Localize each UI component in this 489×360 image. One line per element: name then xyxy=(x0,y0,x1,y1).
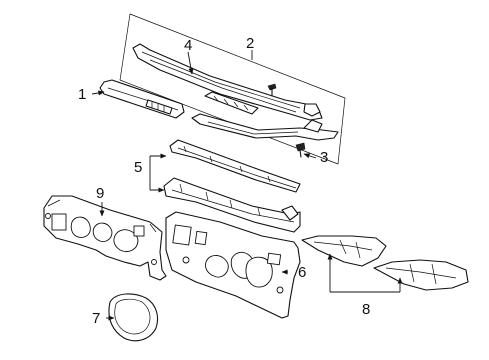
callout-6: 6 xyxy=(298,264,306,281)
callout-5: 5 xyxy=(134,159,142,176)
callout-3: 3 xyxy=(320,149,328,166)
cowl-vent-grille-part xyxy=(132,43,323,121)
reinforcement-lower-part xyxy=(163,177,301,233)
callout-1: 1 xyxy=(78,86,86,103)
callout-8: 8 xyxy=(362,301,370,318)
callout-9: 9 xyxy=(96,185,104,202)
seal-part xyxy=(108,293,159,342)
cowl-lower-panel-part xyxy=(191,113,339,141)
cowl-screen-part xyxy=(99,79,185,119)
floor-insulator-right-part xyxy=(373,259,469,291)
reinforcement-upper-part xyxy=(169,139,301,193)
dash-insulator-part xyxy=(43,195,167,281)
dash-panel-part xyxy=(165,211,301,319)
cowl-panel-outline xyxy=(119,13,346,165)
floor-insulator-left-part xyxy=(301,235,387,267)
callout-2: 2 xyxy=(246,35,254,52)
leader-lines xyxy=(91,50,403,321)
panel-screw-upper xyxy=(267,83,277,97)
callout-4: 4 xyxy=(184,37,192,54)
screw-part xyxy=(295,142,306,158)
callout-7: 7 xyxy=(92,310,100,327)
